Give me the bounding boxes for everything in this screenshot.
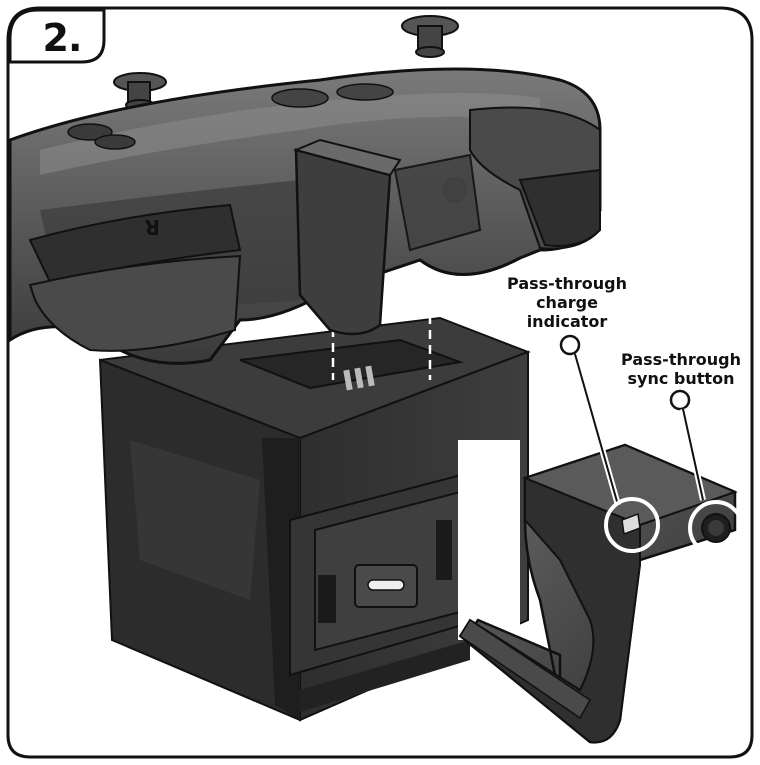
r-button-label: R [145,215,160,239]
charge-pins [343,365,375,391]
step-number: 2. [42,16,83,60]
sync-button-icon [701,513,731,543]
sync-button-label-line: Pass-through [621,350,741,369]
charge-indicator-label: Pass-through charge indicator [490,274,644,331]
alignment-guides [331,298,432,380]
charge-indicator-led-icon [621,512,641,536]
usb-port-icon [354,564,418,608]
callout-charge-indicator [559,334,660,553]
step-tab [8,8,106,64]
sync-button-label-line: sync button [627,369,735,388]
callout-sync-button [669,389,744,556]
connector-slot [239,338,464,390]
pass-through-clip [458,443,738,744]
charge-indicator-label-line: charge [536,293,598,312]
charge-indicator-label-line: Pass-through [507,274,627,293]
controller: R [8,15,602,365]
charge-indicator-label-line: indicator [526,312,608,331]
thumbstick-icon [113,72,167,111]
thumbstick-icon [401,15,459,58]
detail-inset [458,440,520,640]
sync-button-label: Pass-through sync button [606,350,756,388]
